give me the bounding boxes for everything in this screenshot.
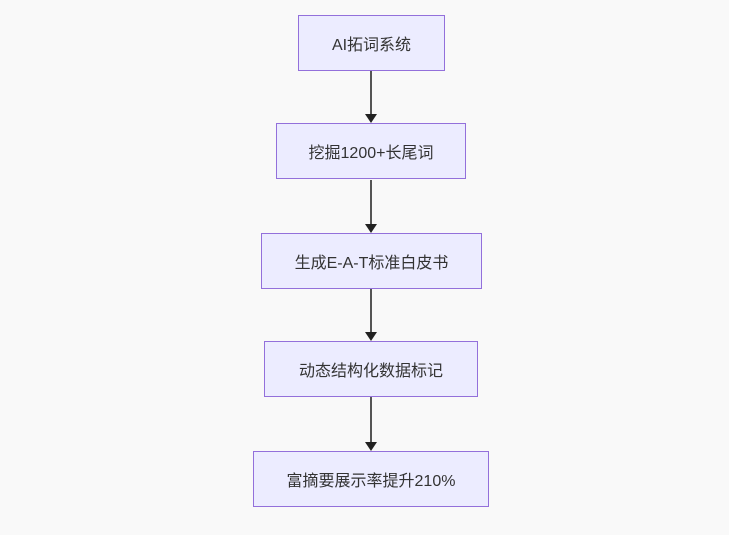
arrow-line bbox=[370, 71, 372, 115]
flow-node-ai-keyword-system: AI拓词系统 bbox=[298, 15, 445, 71]
flow-node-longtail-keywords: 挖掘1200+长尾词 bbox=[276, 123, 466, 179]
arrow-line bbox=[370, 397, 372, 443]
flow-node-label: AI拓词系统 bbox=[331, 37, 412, 54]
flow-node-label: 富摘要展示率提升210% bbox=[286, 473, 456, 490]
flow-node-rich-snippet-rate: 富摘要展示率提升210% bbox=[253, 451, 489, 507]
arrow-line bbox=[370, 180, 372, 225]
arrowhead-down-icon bbox=[365, 114, 377, 123]
arrow-line bbox=[370, 289, 372, 333]
arrowhead-down-icon bbox=[365, 224, 377, 233]
flow-node-label: 生成E-A-T标准白皮书 bbox=[294, 255, 449, 272]
flow-node-label: 动态结构化数据标记 bbox=[298, 363, 443, 380]
flow-node-label: 挖掘1200+长尾词 bbox=[308, 145, 434, 162]
arrowhead-down-icon bbox=[365, 442, 377, 451]
flow-node-structured-data-markup: 动态结构化数据标记 bbox=[264, 341, 478, 397]
flow-node-eat-whitepaper: 生成E-A-T标准白皮书 bbox=[261, 233, 482, 289]
arrowhead-down-icon bbox=[365, 332, 377, 341]
